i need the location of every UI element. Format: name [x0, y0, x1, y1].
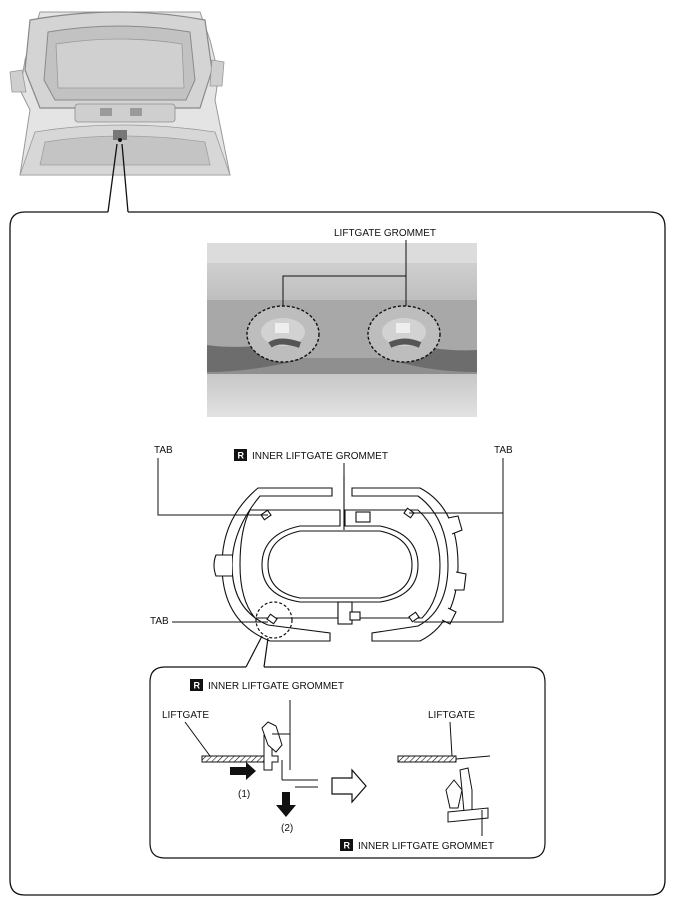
detail-result-label: INNER LIFTGATE GROMMET: [358, 841, 494, 852]
detail-after-drawing: [397, 755, 491, 836]
detail-liftgate-left-leader: [184, 721, 211, 757]
callout-leader-left: [107, 143, 118, 213]
tab-left-leader: [157, 458, 268, 516]
vehicle-rear-illustration: [9, 11, 231, 176]
detail-circle: [255, 601, 293, 639]
detail-liftgate-left-label: LIFTGATE: [162, 710, 209, 721]
tab-label-right: TAB: [494, 445, 513, 456]
grommet-photo: [207, 243, 477, 417]
result-replace-r-icon: R: [344, 841, 351, 851]
photo-leader-left: [282, 240, 407, 306]
tab-label-left: TAB: [154, 445, 173, 456]
tab-right-leader-bottom: [414, 513, 504, 623]
detail-inset-frame: [149, 666, 546, 859]
detail-liftgate-right-leader: [449, 721, 453, 757]
tab-label-bottom: TAB: [150, 616, 169, 627]
detail-replace-r-icon: R: [194, 681, 201, 691]
detail-title-label: INNER LIFTGATE GROMMET: [208, 681, 344, 692]
inner-liftgate-grommet-title: R INNER LIFTGATE GROMMET: [234, 449, 388, 462]
step-2-label: (2): [281, 823, 293, 834]
tab-right-leader-top: [409, 458, 504, 514]
grommet-drawing: [213, 476, 467, 642]
detail-leader-right: [263, 637, 269, 668]
callout-leader-right: [121, 143, 129, 213]
detail-liftgate-right-label: LIFTGATE: [428, 710, 475, 721]
liftgate-grommet-label: LIFTGATE GROMMET: [334, 228, 436, 239]
main-callout-frame: [9, 211, 666, 896]
transition-arrow: [331, 768, 367, 804]
detail-leader-left: [245, 635, 263, 668]
pull-arrow-2: [276, 792, 296, 817]
detail-before-drawing: [201, 700, 318, 788]
push-arrow-1: [230, 762, 256, 780]
main-title-label: INNER LIFTGATE GROMMET: [252, 451, 388, 462]
replace-r-icon: R: [238, 451, 245, 461]
step-1-label: (1): [238, 789, 250, 800]
